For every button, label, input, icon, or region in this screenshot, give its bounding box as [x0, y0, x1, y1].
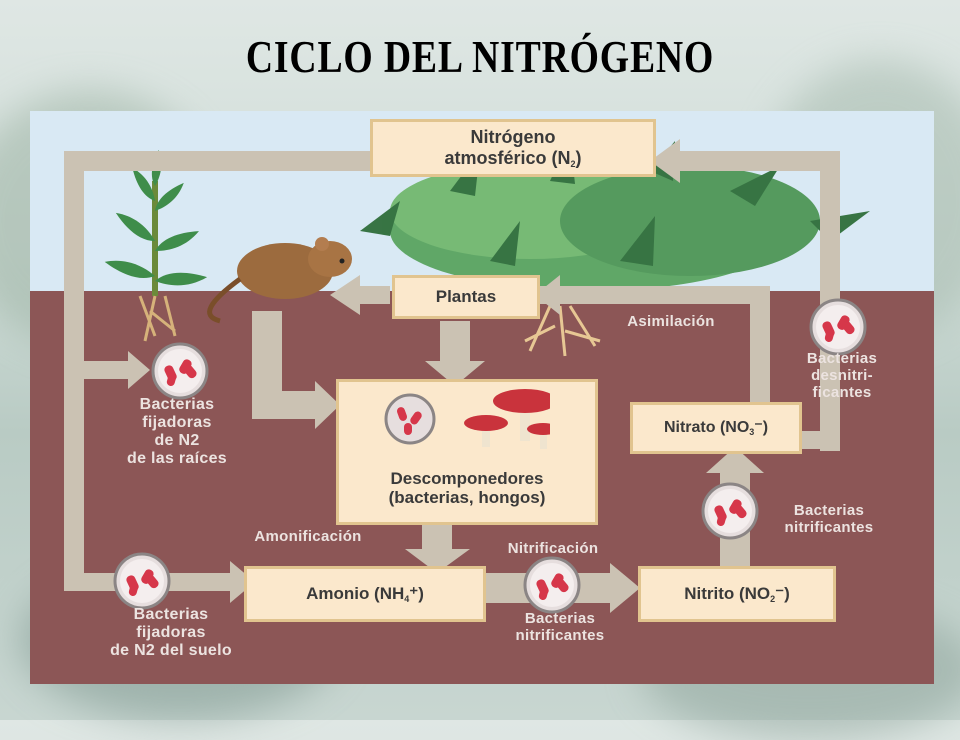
ammonium-charge: ⁺): [409, 583, 424, 603]
nitrifying-bacteria-right-label: Bacterias nitrificantes: [754, 502, 904, 537]
left-plant: [103, 150, 208, 342]
decomposer-illustration: [384, 389, 550, 449]
nitrite-subscript: 2: [770, 593, 776, 604]
nitrate-label: Nitrato (NO3⁻): [664, 419, 768, 437]
decomposers-line1: Descomponedores: [390, 468, 544, 488]
denitrifying-bacteria-label: Bacterias desnitri- ficantes: [782, 350, 902, 401]
soil-fixers-line: de N2 del suelo: [110, 641, 232, 659]
nitrite-text: Nitrito (NO: [684, 583, 771, 603]
nitrifying-bottom-line: Bacterias: [524, 610, 596, 627]
atmospheric-line2: atmosférico (N2): [444, 148, 581, 169]
denitrifying-line: ficantes: [812, 383, 872, 401]
denitrifying-line: desnitri-: [811, 366, 873, 384]
bacteria-icon: [113, 552, 171, 610]
page-title: CICLO DEL NITRÓGENO: [245, 31, 715, 82]
atmospheric-line2-text: atmosférico (N: [444, 147, 571, 168]
plants-box: Plantas: [392, 275, 540, 319]
plants-label: Plantas: [435, 287, 497, 307]
ammonium-label: Amonio (NH4⁺): [306, 584, 424, 604]
mouse: [207, 237, 352, 324]
decomposers-line2: (bacterias, hongos): [388, 488, 546, 508]
soil-fixers-line: Bacterias: [133, 606, 209, 623]
ammonification-label: Amonificación: [254, 528, 362, 545]
nitrifying-bacteria-bottom-label: Bacterias nitrificantes: [480, 610, 640, 645]
ammonium-box: Amonio (NH4⁺): [244, 566, 486, 622]
denitrifying-line: Bacterias: [806, 350, 878, 367]
soil-fixers-line: fijadoras: [136, 623, 206, 641]
ammonium-subscript: 4: [404, 593, 410, 604]
nitrate-box: Nitrato (NO3⁻): [630, 402, 802, 454]
bacteria-icon: [151, 342, 209, 400]
nitrate-charge: ⁻): [754, 418, 769, 436]
nitrification-label: Nitrificación: [507, 540, 599, 557]
atmospheric-nitrogen-box: Nitrógeno atmosférico (N2): [370, 119, 656, 177]
plant-roots: [524, 305, 601, 357]
bacteria-icon: [809, 298, 867, 356]
nitrogen-cycle-diagram: Nitrógeno atmosférico (N2) Plantas Desco…: [30, 111, 934, 684]
bacteria-icon: [523, 556, 581, 614]
atmospheric-line1: Nitrógeno: [470, 126, 556, 147]
nitrite-charge: ⁻): [775, 583, 790, 603]
root-fixers-line: Bacterias: [139, 396, 215, 413]
root-fixers-line: de N2: [154, 431, 200, 449]
root-fixers-line: de las raíces: [127, 449, 227, 467]
nitrite-label: Nitrito (NO2⁻): [684, 584, 790, 604]
soil-fixing-bacteria-label: Bacterias fijadoras de N2 del suelo: [76, 606, 266, 660]
atmospheric-line2-close: ): [575, 147, 582, 168]
ammonium-text: Amonio (NH: [306, 583, 405, 603]
decomposers-box: Descomponedores (bacterias, hongos): [336, 379, 598, 525]
assimilation-label: Asimilación: [627, 313, 715, 330]
root-fixers-line: fijadoras: [142, 413, 212, 431]
nitrifying-right-line: nitrificantes: [784, 518, 874, 536]
nitrate-text: Nitrato (NO: [663, 418, 750, 436]
nitrifying-bottom-line: nitrificantes: [515, 626, 605, 644]
nitrate-subscript: 3: [749, 426, 755, 437]
nitrifying-right-line: Bacterias: [793, 502, 865, 519]
root-fixing-bacteria-label: Bacterias fijadoras de N2 de las raíces: [92, 396, 262, 468]
nitrite-box: Nitrito (NO2⁻): [638, 566, 836, 622]
atmospheric-subscript: 2: [570, 158, 576, 169]
bacteria-icon: [701, 482, 759, 540]
